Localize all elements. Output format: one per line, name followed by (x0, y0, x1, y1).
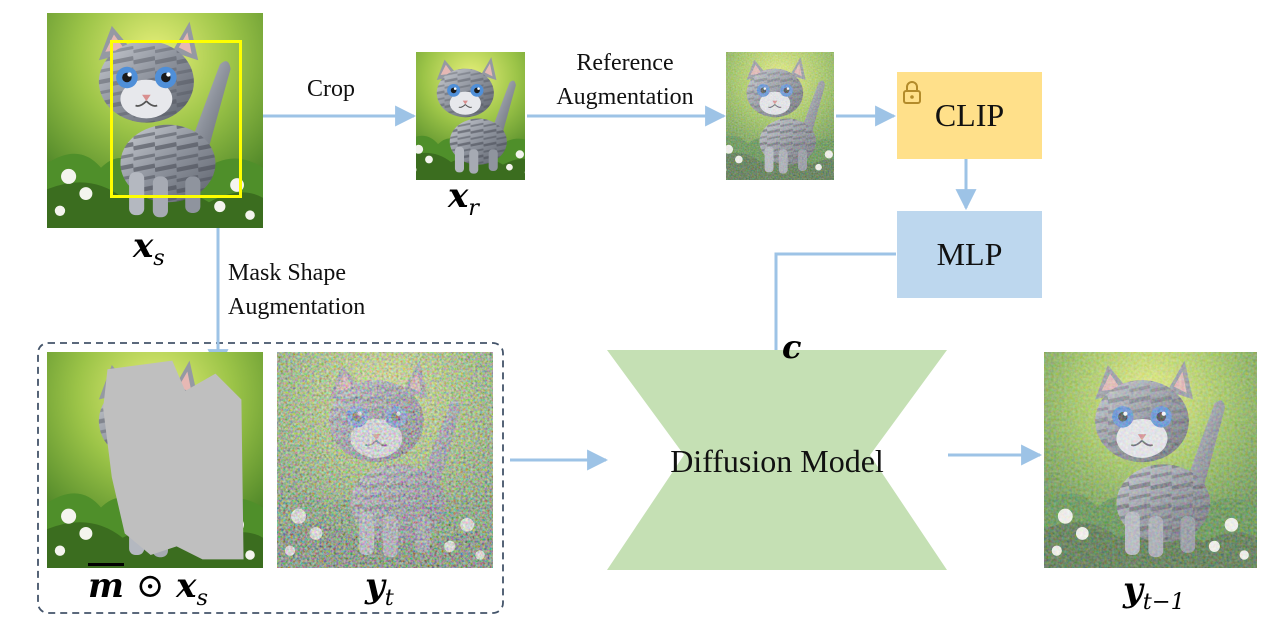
masked-x: x (176, 566, 197, 606)
cropped-image (416, 52, 525, 180)
arrow-mlp-to-diffusion (765, 252, 896, 391)
diffusion-model-block (607, 350, 947, 570)
lock-icon (902, 80, 922, 104)
crop-label: Crop (307, 76, 355, 102)
c-label: c (782, 328, 801, 366)
augmented-reference-image (726, 52, 834, 180)
ytm1-sub: t−1 (1142, 588, 1185, 615)
odot-symbol: ⊙ (135, 566, 165, 606)
mask-shape-augmentation-label-1: Mask Shape (228, 260, 346, 286)
xr-sub: r (468, 194, 480, 221)
clip-label: CLIP (934, 97, 1005, 133)
reference-augmentation-label-1: Reference (576, 50, 674, 76)
noisy-image (277, 352, 493, 568)
masked-image (47, 352, 263, 568)
xr-base: x (448, 176, 469, 216)
mlp-block: MLP (897, 211, 1042, 298)
input-group-frame (37, 342, 504, 614)
ytm1-base: y (1123, 570, 1143, 610)
crop-box (110, 40, 242, 198)
mlp-label: MLP (936, 236, 1003, 272)
ytm1-label: yt−1 (1123, 570, 1185, 615)
masked-input-label: m ⊙ xs (88, 566, 208, 611)
output-image (1044, 352, 1257, 568)
xs-label: xs (133, 226, 165, 271)
clip-block: CLIP (897, 72, 1042, 159)
mask-shape-augmentation-label-2: Augmentation (228, 294, 366, 320)
reference-augmentation-label-2: Augmentation (556, 84, 694, 110)
yt-base: y (365, 566, 385, 606)
c-symbol: c (782, 328, 802, 366)
masked-sub: s (196, 584, 208, 611)
yt-sub: t (384, 584, 394, 611)
mask-region (103, 360, 244, 560)
xs-base: x (133, 226, 154, 266)
xs-sub: s (153, 244, 165, 271)
mask-m: m (88, 566, 124, 606)
xr-label: xr (448, 176, 479, 221)
yt-label: yt (365, 566, 394, 611)
diffusion-model-label: Diffusion Model (670, 443, 884, 479)
